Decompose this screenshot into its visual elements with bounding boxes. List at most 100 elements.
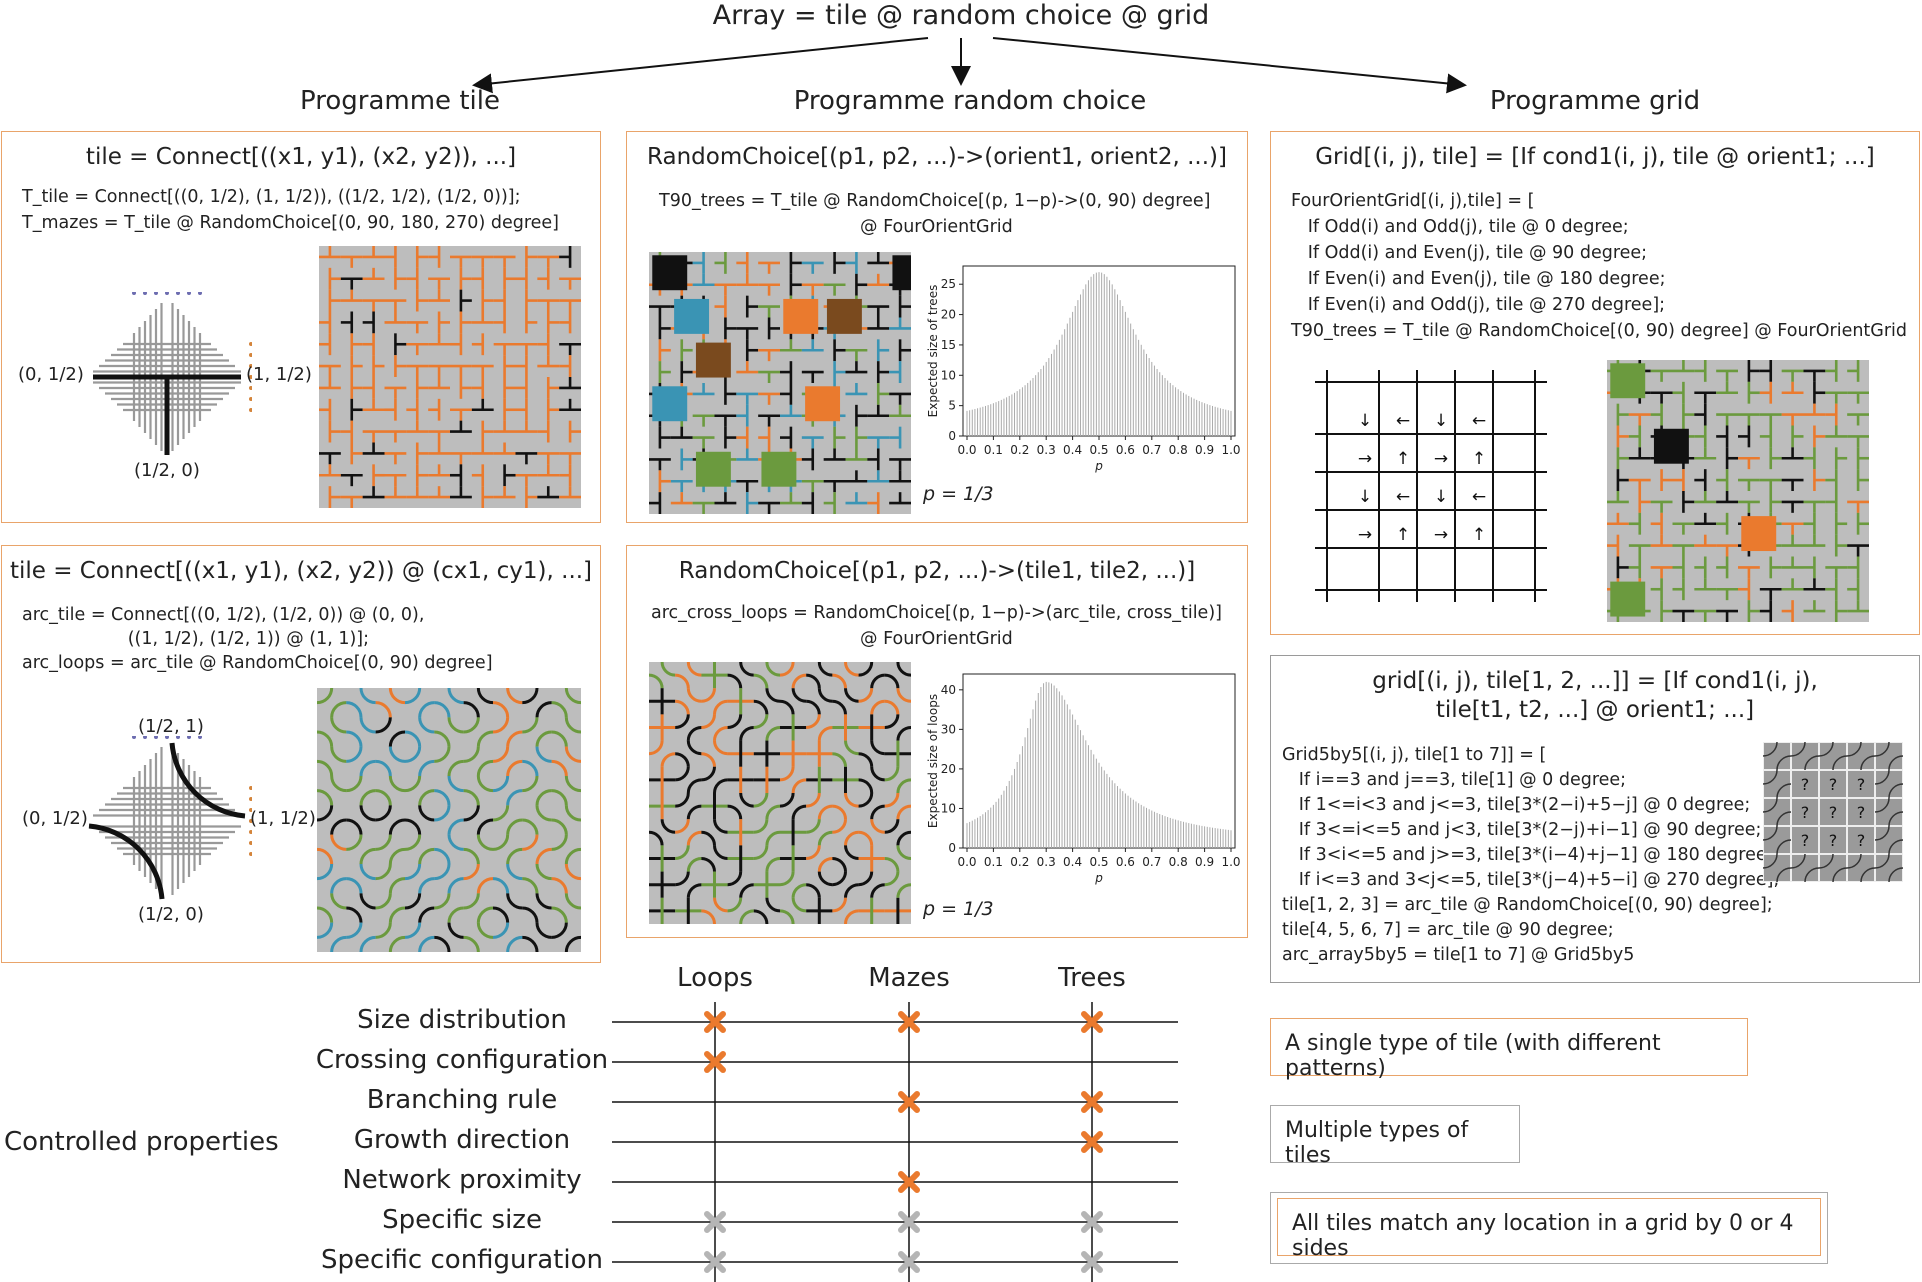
pattern-arc	[551, 730, 568, 747]
pattern-blob	[892, 255, 911, 291]
pattern-blob	[1741, 516, 1777, 552]
pattern-arc	[701, 752, 716, 767]
pattern-arc	[522, 818, 539, 835]
pattern-arc	[388, 935, 406, 952]
grid5-arc	[1888, 867, 1903, 882]
pattern-arc	[896, 726, 911, 741]
pattern-arc	[791, 804, 807, 820]
pattern-arc	[330, 935, 347, 952]
pattern-arc	[434, 730, 451, 747]
pattern-arc	[463, 863, 480, 881]
y-tick-label: 40	[941, 683, 956, 697]
pattern-arc	[686, 740, 702, 756]
pattern-arc	[447, 818, 464, 835]
grid5-arc	[1763, 742, 1778, 757]
panel-tile-t: tile = Connect[((x1, y1), (x2, y2)), ...…	[1, 131, 601, 523]
orientation-arrow: ↓	[1358, 411, 1372, 431]
pattern-arc	[765, 688, 781, 703]
orientation-arrow: ←	[1472, 487, 1486, 507]
pattern-arc	[404, 730, 422, 747]
pattern-arc	[806, 792, 821, 808]
pattern-arc	[330, 877, 347, 894]
pattern-blob	[1610, 363, 1646, 399]
code-line: If Even(i) and Odd(j), tile @ 270 degree…	[1291, 295, 1666, 315]
pattern-blob	[783, 298, 819, 334]
pattern-arc	[346, 834, 363, 851]
pattern-arc	[317, 730, 334, 747]
panel-title: grid[(i, j), tile[1, 2, ...]] = [If cond…	[1372, 668, 1818, 694]
pattern-arc	[564, 935, 581, 952]
pattern-arc	[492, 877, 510, 894]
pattern-arc	[701, 830, 716, 846]
pattern-arc	[564, 847, 581, 865]
pattern-arc	[806, 845, 821, 860]
pattern-arc	[701, 688, 716, 703]
tile-dot	[249, 375, 252, 379]
pattern-arc	[713, 699, 728, 715]
arrow-left	[472, 37, 929, 94]
code-line: Grid5by5[(i, j), tile[1 to 7]] = [	[1282, 745, 1547, 765]
y-axis-label: Expected size of loops	[926, 694, 940, 828]
coord-label-left: (0, 1/2)	[18, 364, 84, 385]
pattern-background	[1607, 360, 1869, 622]
tile-dot	[249, 797, 252, 801]
x-tick-label: 0.1	[984, 855, 1003, 869]
pattern-arc	[779, 792, 795, 808]
pattern-arc	[739, 726, 754, 741]
pattern-arc	[375, 834, 392, 851]
tile-dot	[198, 292, 202, 295]
tile-dot	[165, 292, 169, 295]
pattern-arc	[713, 897, 728, 913]
pattern-arc	[832, 819, 847, 834]
code-line: ((1, 1/2), (1/2, 1)) @ (1, 1)];	[22, 629, 370, 649]
tile-dot	[249, 342, 252, 346]
pattern-arc	[858, 752, 874, 767]
pattern-arc	[791, 897, 807, 913]
pattern-arc	[434, 893, 451, 910]
x-tick-label: 0.9	[1195, 855, 1214, 869]
pattern-arc	[649, 740, 664, 756]
pattern-arc	[896, 845, 911, 860]
orientation-arrow: ↓	[1358, 487, 1372, 507]
pattern-arc	[675, 871, 690, 887]
tile-dot	[132, 736, 136, 739]
pattern-arc	[896, 883, 911, 898]
code-line: If 3<i<=5 and j>=3, tile[3*(i−4)+j−1] @ …	[1282, 845, 1773, 865]
pattern-arc	[463, 701, 480, 718]
code-line: If i<=3 and 3<j<=5, tile[3*(j−4)+5−i] @ …	[1282, 870, 1780, 890]
grid5-arc	[1763, 853, 1778, 869]
pattern-arc	[675, 845, 690, 860]
pattern-arc	[388, 877, 406, 894]
pattern-arc	[346, 746, 363, 763]
grid5-arc	[1832, 755, 1848, 771]
pattern-arc	[492, 834, 510, 851]
property-column-header: Trees	[1057, 963, 1126, 993]
property-mark	[898, 1171, 920, 1193]
pattern-arc	[713, 778, 728, 794]
code-line: arc_cross_loops = RandomChoice[(p, 1−p)-…	[651, 603, 1222, 623]
pattern-arc	[434, 935, 451, 952]
coord-label-bottom: (1/2, 0)	[134, 460, 200, 481]
unknown-tile-mark: ?	[1857, 775, 1866, 794]
pattern-arc	[346, 877, 363, 894]
cross-loops-pattern	[649, 662, 911, 924]
tile-dot	[249, 408, 252, 412]
pattern-arc	[476, 688, 494, 705]
property-mark	[1081, 1211, 1103, 1233]
maze-pattern	[319, 246, 581, 508]
grid5-arc	[1846, 742, 1862, 757]
panel-grid-5by5: grid[(i, j), tile[1, 2, ...]] = [If cond…	[1270, 655, 1920, 983]
tile-dot	[187, 292, 191, 295]
orientation-arrow: →	[1358, 525, 1372, 545]
pattern-arc	[476, 834, 494, 851]
unknown-tile-mark: ?	[1829, 831, 1838, 850]
pattern-arc	[492, 775, 510, 793]
pattern-arc	[739, 662, 754, 677]
pattern-arc	[359, 805, 376, 822]
code-line: If Odd(i) and Odd(j), tile @ 0 degree;	[1291, 217, 1629, 237]
pattern-arc	[753, 792, 769, 808]
pattern-arc	[675, 752, 690, 767]
code-line: T90_trees = T_tile @ RandomChoice[(p, 1−…	[659, 191, 1211, 211]
pattern-arc	[713, 819, 728, 834]
